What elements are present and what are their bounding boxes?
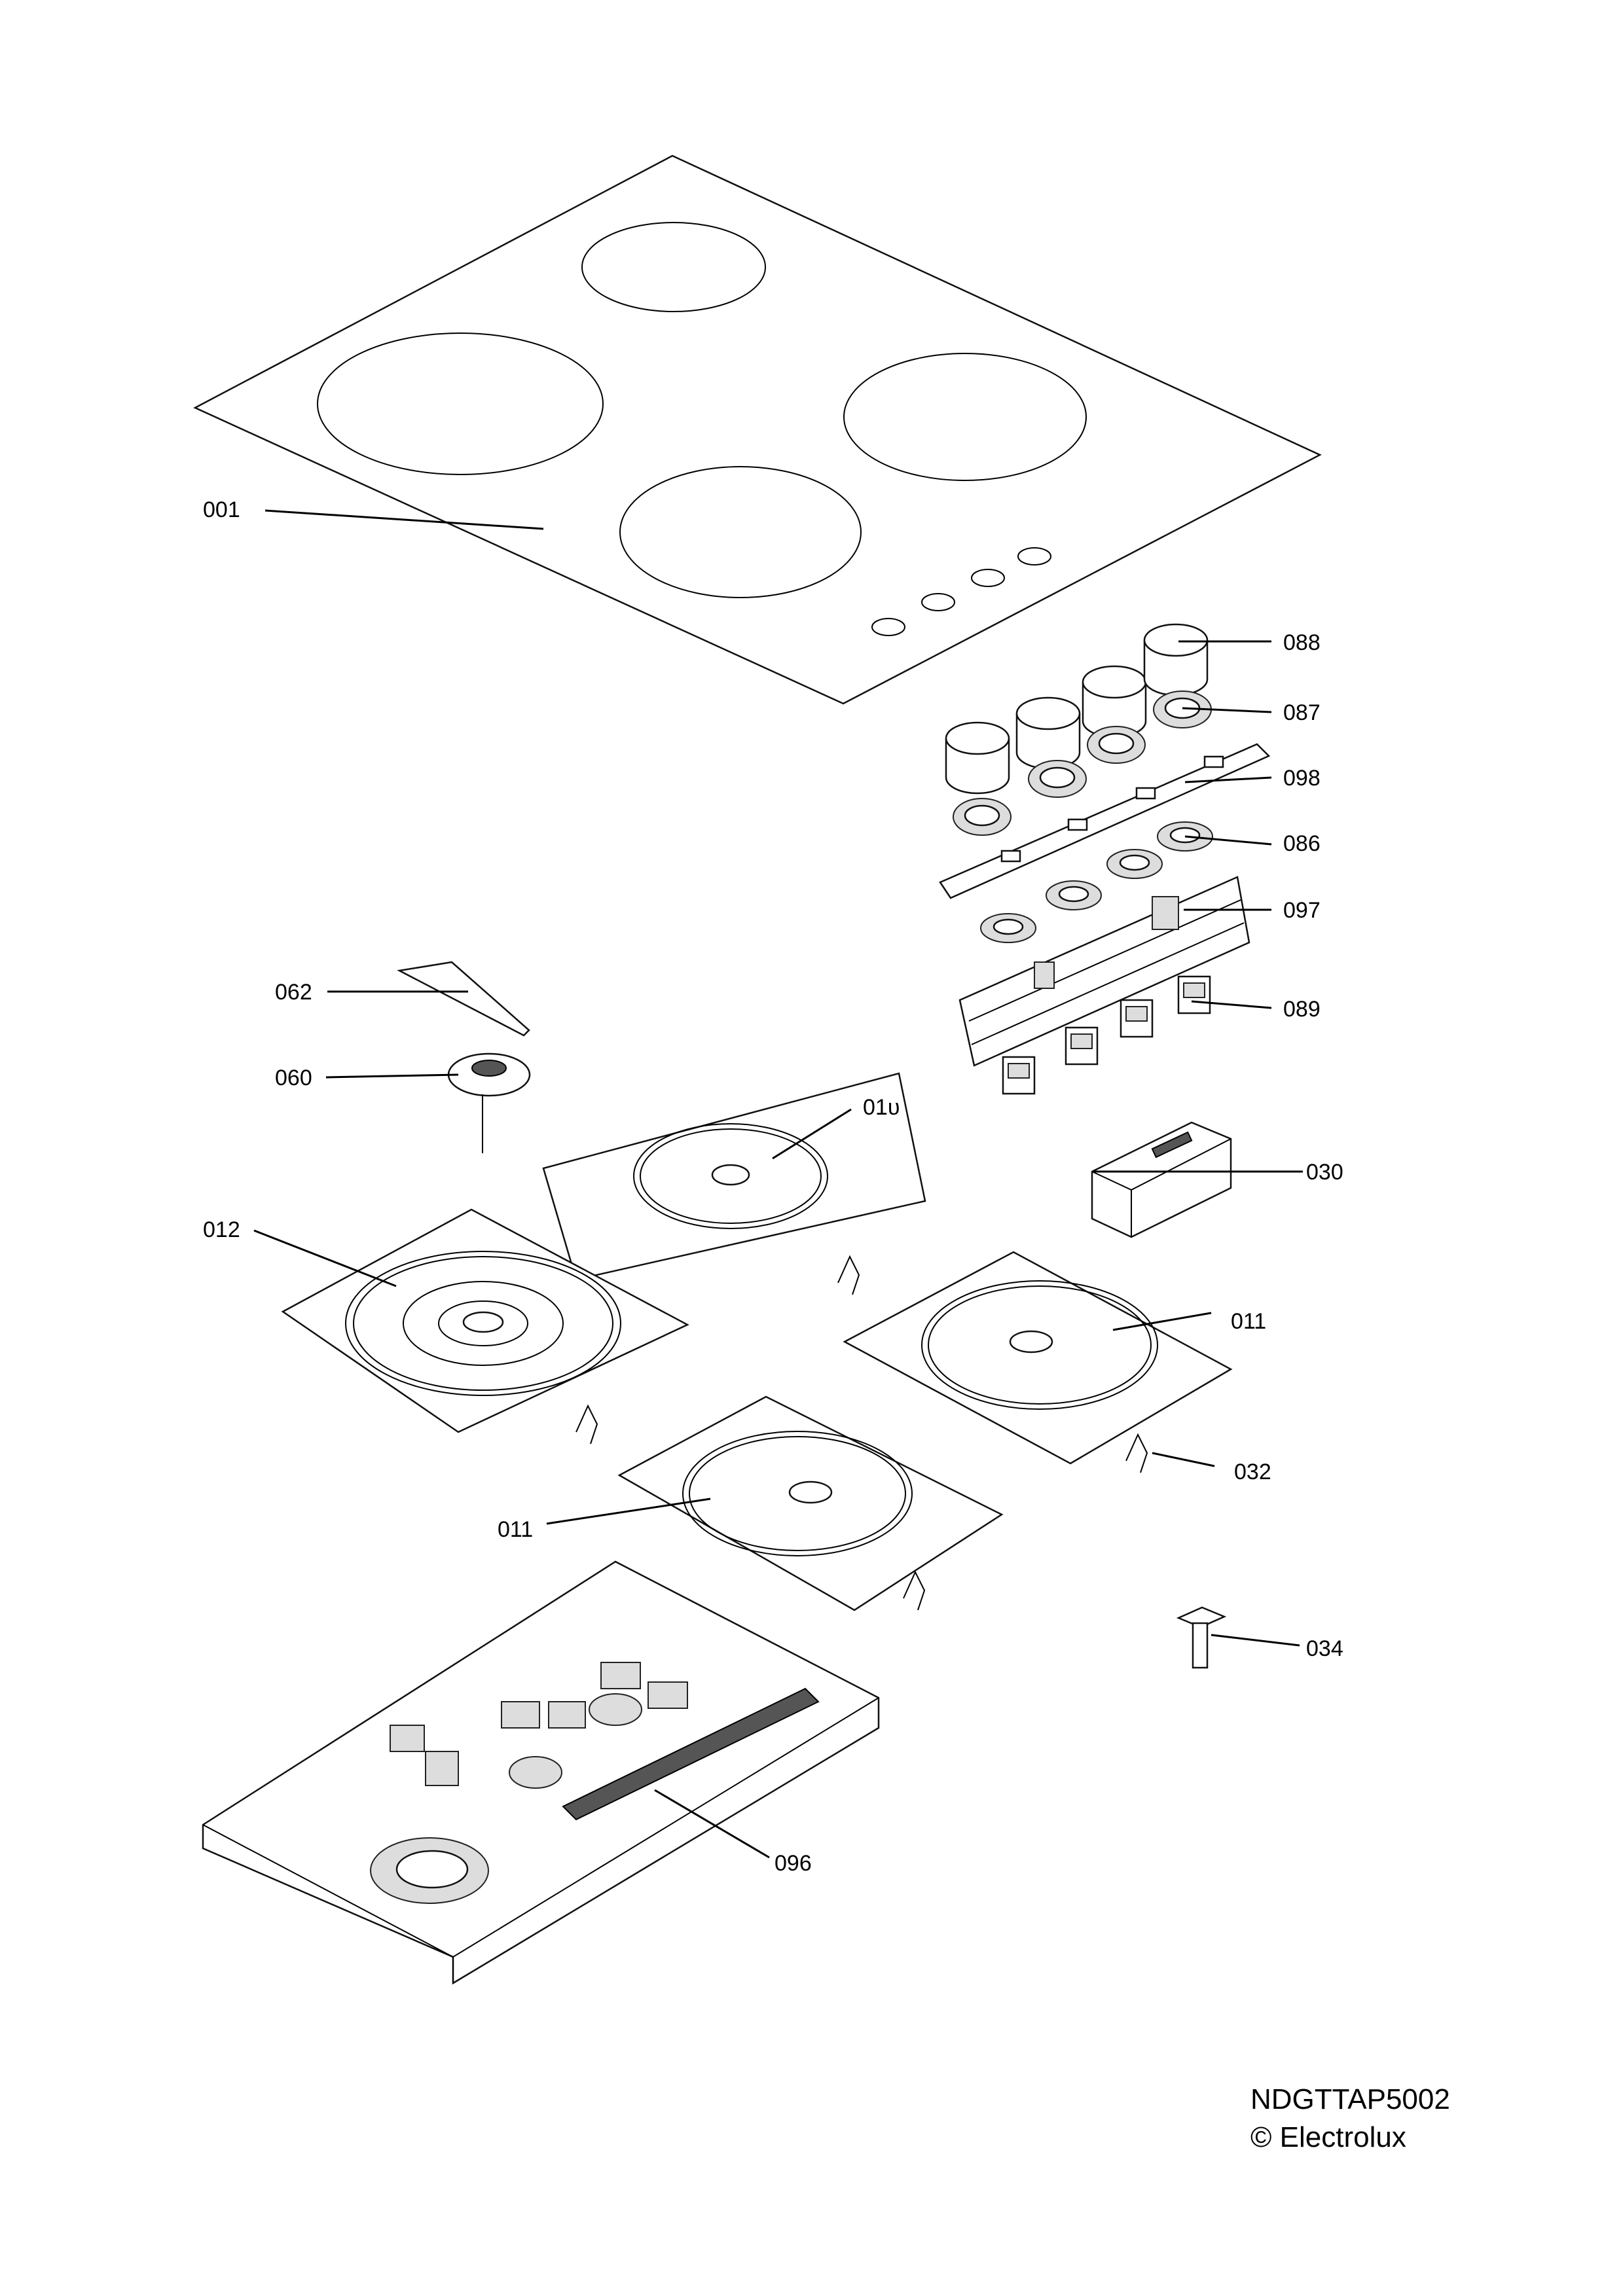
label-060: 060	[275, 1066, 312, 1090]
hotplate-right-part	[843, 1251, 1233, 1473]
hotplate-front-part	[617, 1395, 1004, 1611]
label-011-front: 011	[498, 1517, 533, 1542]
label-087: 087	[1283, 700, 1321, 725]
energy-regulator-switches	[1002, 975, 1211, 1095]
label-001: 001	[203, 497, 240, 522]
bracket-062-part	[397, 961, 530, 1037]
part-labels: 001 088 087 098 086 097 089 062 060 01υ …	[203, 497, 1343, 1876]
footer: NDGTTAP5002 © Electrolux	[1250, 2083, 1450, 2153]
label-088: 088	[1283, 630, 1321, 655]
label-086: 086	[1283, 831, 1321, 856]
control-knobs	[945, 623, 1209, 795]
spring-washers	[980, 821, 1213, 943]
label-034: 034	[1306, 1636, 1343, 1661]
knob-rings	[953, 691, 1212, 836]
label-011-right: 011	[1231, 1309, 1266, 1334]
drawing-code: NDGTTAP5002	[1250, 2083, 1450, 2115]
label-032: 032	[1234, 1460, 1271, 1484]
hotplate-rear-part	[542, 1072, 926, 1295]
copyright-notice: © Electrolux	[1250, 2121, 1406, 2153]
label-096: 096	[775, 1851, 812, 1876]
label-010: 01υ	[863, 1095, 900, 1120]
label-089: 089	[1283, 997, 1321, 1022]
label-012: 012	[203, 1217, 240, 1242]
switch-bracket	[958, 876, 1250, 1067]
chassis-096-part	[202, 1560, 880, 1985]
hotplate-large-part	[281, 1208, 689, 1444]
sensor-034-part	[1176, 1606, 1227, 1669]
limiter-060-part	[447, 1052, 531, 1153]
label-062: 062	[275, 980, 312, 1005]
label-098: 098	[1283, 766, 1321, 791]
label-097: 097	[1283, 898, 1321, 923]
electronic-module-030	[1091, 1121, 1232, 1238]
leader-lines	[253, 509, 1303, 1859]
hob-top-part	[193, 154, 1322, 705]
label-030: 030	[1306, 1160, 1343, 1185]
